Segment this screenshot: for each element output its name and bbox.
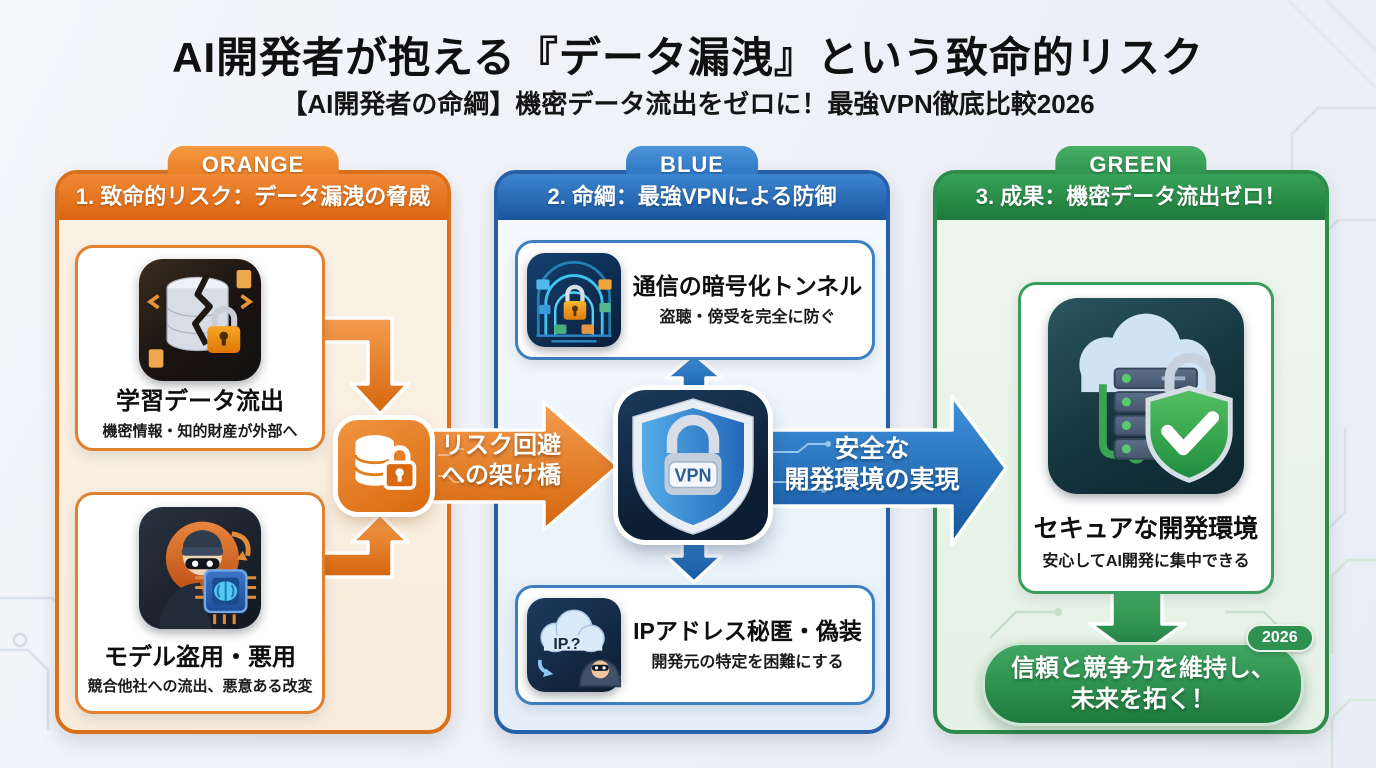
result-arrow-label: 安全な 開発環境の実現 — [782, 434, 962, 497]
bridge-arrow-label: リスク回避 への架け橋 — [426, 431, 576, 491]
card-caption: 盗聴・傍受を完全に防ぐ — [659, 309, 836, 327]
outcome-banner-line1: 信頼と競争力を維持し、 — [1011, 654, 1275, 682]
card-caption: 競合他社への流出、悪意ある改変 — [87, 678, 313, 696]
bridge-arrow — [426, 400, 620, 532]
panel-orange-header: 1. 致命的リスク：データ漏洩の脅威 — [59, 174, 447, 220]
elbow-arrow-data-leak — [316, 316, 410, 416]
broken-database-icon — [139, 259, 261, 381]
vpn-shield-icon: VPN — [618, 390, 768, 540]
result-arrow-line2: 開発環境の実現 — [784, 466, 960, 495]
page-subtitle: 【AI開発者の命綱】機密データ流出をゼロに！最強VPN徹底比較2026 — [281, 89, 1095, 119]
card-training-data-leak: 学習データ流出 機密情報・知的財産が外部へ — [75, 245, 325, 451]
elbow-arrow-model-theft — [316, 512, 410, 579]
card-title: セキュアな開発環境 — [1033, 515, 1259, 543]
card-title: IPアドレス秘匿・偽装 — [633, 617, 862, 644]
bridge-arrow-line1: リスク回避 — [441, 432, 561, 459]
outcome-arrow-down — [1088, 588, 1186, 660]
card-caption: 開発元の特定を困難にする — [651, 654, 844, 672]
year-badge: 2026 — [1246, 624, 1314, 652]
database-lock-icon — [338, 420, 430, 512]
result-arrow-line1: 安全な — [834, 435, 910, 463]
panel-blue-header: 2. 命綱：最強VPNによる防御 — [498, 174, 886, 220]
circuit-trace-decor — [772, 441, 831, 493]
result-arrow — [758, 394, 1008, 546]
card-title: 学習データ流出 — [115, 388, 284, 416]
panel-green-header: 3. 成果：機密データ流出ゼロ！ — [937, 174, 1325, 220]
vpn-badge-text: VPN — [674, 466, 711, 486]
card-ip-masking: IP.? IPアドレス秘匿・偽装 開発元の特定を困難にする — [515, 585, 875, 705]
card-title: モデル盗用・悪用 — [103, 643, 296, 671]
secure-server-icon — [1048, 298, 1244, 494]
card-encrypted-tunnel: 通信の暗号化トンネル 盗聴・傍受を完全に防ぐ — [515, 240, 875, 360]
card-model-theft: モデル盗用・悪用 競合他社への流出、悪意ある改変 — [75, 492, 325, 714]
ip-mask-icon: IP.? — [527, 598, 623, 692]
card-caption: 機密情報・知的財産が外部へ — [102, 422, 298, 440]
page-title: AI開発者が抱える『データ漏洩』という致命的リスク — [172, 34, 1204, 81]
bridge-arrow-line2: への架け橋 — [441, 462, 561, 489]
outcome-banner: 信頼と競争力を維持し、 未来を拓く！ — [982, 642, 1304, 726]
card-title: 通信の暗号化トンネル — [632, 272, 863, 299]
encrypted-tunnel-icon — [527, 253, 621, 347]
card-caption: 安心してAI開発に集中できる — [1042, 553, 1250, 570]
card-secure-environment: セキュアな開発環境 安心してAI開発に集中できる — [1018, 282, 1274, 594]
ip-cloud-text: IP.? — [553, 636, 580, 653]
hacker-model-theft-icon — [139, 507, 261, 629]
outcome-banner-line2: 未来を拓く！ — [1071, 686, 1215, 713]
